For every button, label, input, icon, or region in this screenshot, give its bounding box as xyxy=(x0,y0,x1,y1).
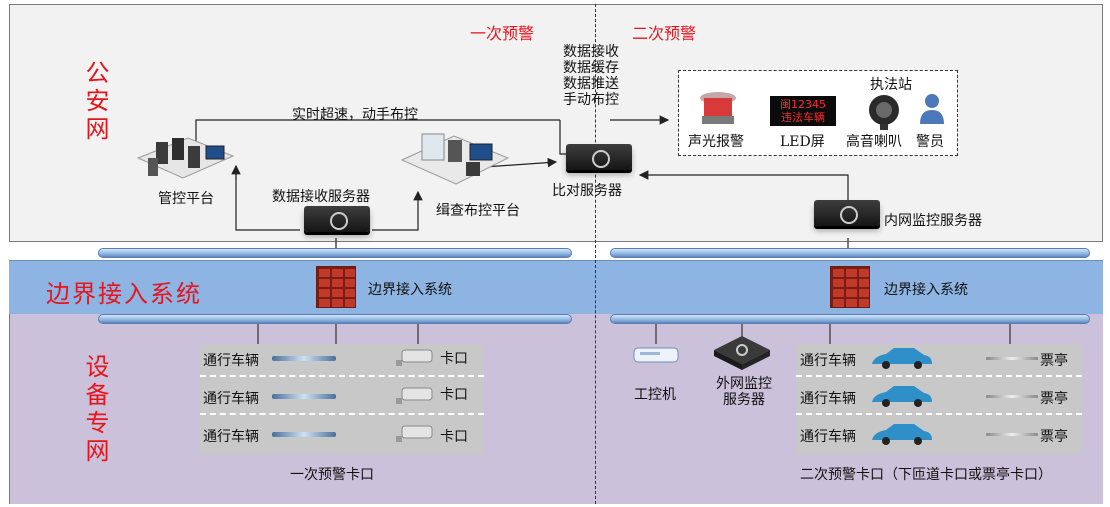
enforcement-station-title: 执法站 xyxy=(870,77,912,93)
gate-barrier xyxy=(272,432,336,437)
intranet-monitor-server-label: 内网监控服务器 xyxy=(884,213,982,229)
second-warning-caption: 二次预警卡口（下匝道卡口或票亭卡口） xyxy=(800,467,1052,483)
car-icon xyxy=(872,424,932,445)
data-receive-server-label: 数据接收服务器 xyxy=(272,189,370,205)
boundary-left-label: 边界接入系统 xyxy=(368,282,452,298)
investigation-platform-icon xyxy=(400,133,510,185)
lane-vehicle-label: 通行车辆 xyxy=(203,353,259,369)
checkpoint-camera-icon xyxy=(396,425,433,442)
device-network-title: 设备专网 xyxy=(81,354,109,466)
control-platform-icon xyxy=(136,137,235,179)
led-line-plate: 闽12345 xyxy=(780,98,826,111)
police-label: 警员 xyxy=(916,134,944,150)
realtime-link-line xyxy=(195,119,560,150)
checkpoint-camera-icon xyxy=(396,349,433,366)
lane-vehicle-label: 通行车辆 xyxy=(203,429,259,445)
toll-barrier xyxy=(986,433,1038,436)
lane-separator xyxy=(796,413,1082,415)
data-receive-server-icon xyxy=(304,206,370,232)
first-warning-label: 一次预警 xyxy=(470,24,535,43)
car-icon xyxy=(872,386,932,407)
intranet-monitor-server-icon xyxy=(814,200,880,226)
boundary-system-title: 边界接入系统 xyxy=(46,280,202,308)
loudspeaker-label: 高音喇叭 xyxy=(846,134,902,150)
police-network-title: 公安网 xyxy=(81,60,109,144)
toll-barrier xyxy=(986,395,1038,398)
lane-device-label: 卡口 xyxy=(440,429,468,445)
boundary-right-label: 边界接入系统 xyxy=(884,282,968,298)
extranet-server-icon xyxy=(714,336,770,370)
led-line-violation: 违法车辆 xyxy=(781,111,825,124)
industrial-pc-icon xyxy=(633,347,679,363)
lane-vehicle-label: 通行车辆 xyxy=(800,391,856,407)
compare-functions: 数据接收 数据缓存 数据推送 手动布控 xyxy=(563,44,635,108)
lane-separator xyxy=(796,375,1082,377)
alarm-light-icon xyxy=(700,92,736,124)
function-manual-control: 手动布控 xyxy=(563,92,619,108)
investigation-platform-label: 缉查布控平台 xyxy=(436,203,520,219)
second-warning-label: 二次预警 xyxy=(632,24,697,43)
compare-server-icon xyxy=(566,144,632,170)
function-data-receive: 数据接收 xyxy=(563,44,619,60)
lane-device-label: 卡口 xyxy=(440,351,468,367)
function-data-cache: 数据缓存 xyxy=(563,60,619,76)
extranet-server-line2: 服务器 xyxy=(723,392,765,408)
compare-server-label: 比对服务器 xyxy=(552,183,622,199)
control-platform-label: 管控平台 xyxy=(158,191,214,207)
industrial-pc-label: 工控机 xyxy=(634,387,676,403)
car-icon xyxy=(872,348,932,369)
toll-barrier xyxy=(986,357,1038,360)
police-officer-icon xyxy=(920,94,944,124)
lane-vehicle-label: 通行车辆 xyxy=(203,391,259,407)
lane-device-label: 票亭 xyxy=(1040,391,1068,407)
lane-vehicle-label: 通行车辆 xyxy=(800,353,856,369)
gate-barrier xyxy=(272,356,336,361)
loudspeaker-icon xyxy=(869,95,899,130)
extranet-server-line1: 外网监控 xyxy=(716,376,772,392)
firewall-left-icon xyxy=(316,266,356,308)
boundary-access-zone xyxy=(9,260,1103,316)
bottom-right-bus xyxy=(610,314,1090,324)
lane-vehicle-label: 通行车辆 xyxy=(800,429,856,445)
lane-separator xyxy=(200,375,484,377)
bottom-left-bus xyxy=(98,314,572,324)
checkpoint-camera-icon xyxy=(396,387,433,404)
first-warning-caption: 一次预警卡口 xyxy=(290,467,374,483)
lane-device-label: 票亭 xyxy=(1040,429,1068,445)
lane-separator xyxy=(200,413,484,415)
extranet-server-label: 外网监控 服务器 xyxy=(712,376,776,408)
alarm-label: 声光报警 xyxy=(688,134,744,150)
led-screen-display: 闽12345 违法车辆 xyxy=(770,96,836,126)
function-data-push: 数据推送 xyxy=(563,76,619,92)
lane-device-label: 卡口 xyxy=(440,387,468,403)
realtime-link-label: 实时超速，动手布控 xyxy=(292,107,418,123)
first-warning-lanes xyxy=(200,344,484,454)
lane-device-label: 票亭 xyxy=(1040,353,1068,369)
led-screen-label: LED屏 xyxy=(780,134,825,150)
top-left-bus xyxy=(98,248,572,258)
firewall-right-icon xyxy=(830,266,870,308)
gate-barrier xyxy=(272,394,336,399)
phase-divider xyxy=(595,4,596,504)
top-right-bus xyxy=(610,248,1090,258)
